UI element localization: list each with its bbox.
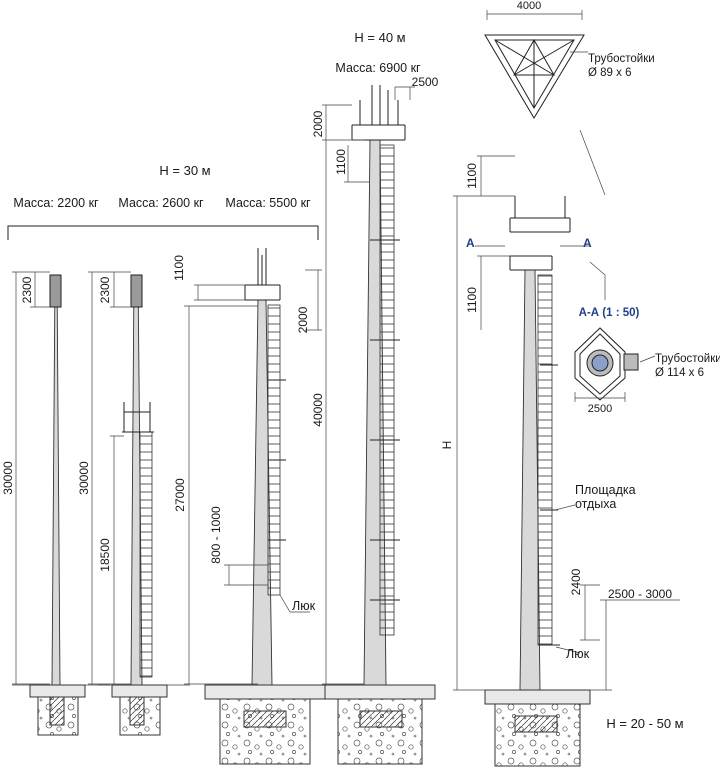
dim-2500-a: 2500 xyxy=(412,75,439,89)
dim-2300-b: 2300 xyxy=(98,276,112,303)
height-range-title: H = 20 - 50 м xyxy=(606,716,683,731)
dim-1100-d: 1100 xyxy=(465,287,479,313)
pipes-label-1: Трубостойки xyxy=(588,53,655,65)
dim-2400: 2400 xyxy=(569,568,583,595)
mass-6900: Масса: 6900 кг xyxy=(335,61,421,75)
rest-platform-label-2: отдыха xyxy=(575,497,616,511)
tower-4 xyxy=(322,85,436,765)
top-platform-plan xyxy=(484,10,588,119)
pipes-label-2: Трубостойки xyxy=(655,353,720,365)
dim-40000: 40000 xyxy=(311,393,325,427)
section-title: А-А (1 : 50) xyxy=(579,307,640,319)
tower-1 xyxy=(12,271,110,736)
dim-1100-b: 1100 xyxy=(334,149,348,175)
mass-5500: Масса: 5500 кг xyxy=(225,196,311,210)
height-40m-title: H = 40 м xyxy=(354,30,405,45)
dim-1100-c: 1100 xyxy=(465,163,479,189)
dim-2300-a: 2300 xyxy=(20,276,34,303)
dim-30000-a: 30000 xyxy=(1,461,15,495)
mass-2600: Масса: 2600 кг xyxy=(118,196,204,210)
pipes-dim-1: Ø 89 х 6 xyxy=(588,67,631,79)
dim-30000-b: 30000 xyxy=(77,461,91,495)
mass-2200: Масса: 2200 кг xyxy=(13,196,99,210)
tower-3 xyxy=(184,248,326,765)
tower-2 xyxy=(88,271,190,736)
group-bracket-30m xyxy=(7,225,319,240)
section-aa-view xyxy=(574,327,656,402)
dim-800-1000: 800 - 1000 xyxy=(209,506,223,564)
dim-18500: 18500 xyxy=(98,538,112,572)
dim-1100-a: 1100 xyxy=(172,255,186,281)
height-30m-title: H = 30 м xyxy=(159,163,210,178)
pipes-dim-2: Ø 114 х 6 xyxy=(655,367,704,379)
section-marker-left: А xyxy=(466,236,475,250)
dim-4000: 4000 xyxy=(517,0,541,12)
dim-2000-b: 2000 xyxy=(311,110,325,137)
hatch-label-2: Люк xyxy=(566,647,590,661)
tower-5 xyxy=(453,155,680,767)
section-marker-right: А xyxy=(583,236,592,250)
hatch-label-1: Люк xyxy=(292,599,316,613)
dim-H: H xyxy=(440,441,454,450)
dim-2500-b: 2500 xyxy=(588,403,612,415)
dim-27000: 27000 xyxy=(173,478,187,512)
dim-2000-a: 2000 xyxy=(296,306,310,333)
dim-2500-3000: 2500 - 3000 xyxy=(608,587,672,601)
leader-line xyxy=(579,129,606,196)
rest-platform-label-1: Площадка xyxy=(575,483,636,497)
